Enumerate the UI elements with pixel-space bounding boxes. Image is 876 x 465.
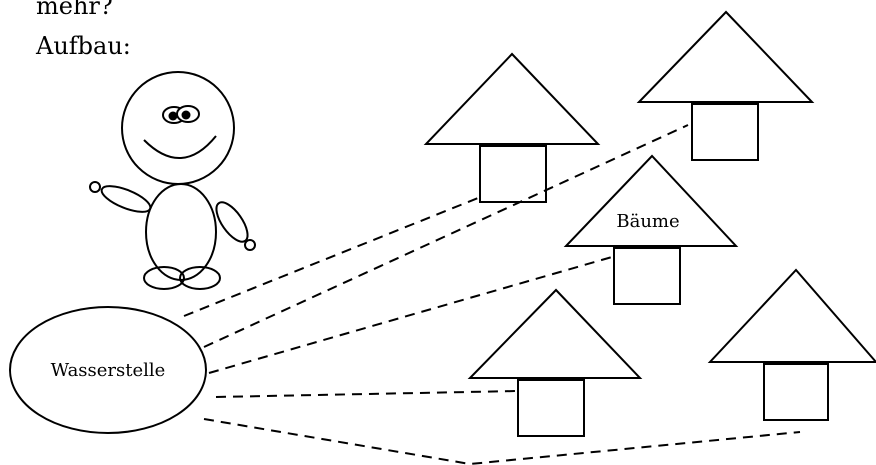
house-roof [707, 268, 876, 363]
figure-mouth [143, 135, 217, 159]
house-roof [423, 52, 601, 145]
house-base [691, 103, 759, 161]
house-roof [636, 10, 815, 103]
house-1 [423, 52, 601, 203]
house-4 [467, 288, 643, 437]
house-base [517, 379, 585, 437]
figure-foot-left [143, 266, 185, 290]
heading-text-line2: Aufbau: [36, 32, 131, 60]
house-base [479, 145, 547, 203]
figure [89, 71, 256, 290]
heading-text-line1: mehr? [36, 0, 113, 20]
figure-arm-left [100, 185, 152, 213]
dashed-line-figure-house1 [183, 197, 479, 317]
figure-hand-right [244, 239, 256, 251]
house-base [763, 363, 829, 421]
figure-head [121, 71, 235, 185]
water-point-ellipse [9, 306, 207, 434]
house-2 [636, 10, 815, 161]
trees-label: Bäume [616, 211, 679, 232]
house-5 [707, 268, 876, 421]
house-base [613, 247, 681, 305]
dashed-line-water-house2 [203, 124, 689, 348]
house-roof [563, 154, 739, 247]
dashed-line-water-house4 [215, 390, 519, 398]
figure-pupil-right [181, 110, 191, 120]
dashed-line-water-trees [208, 256, 613, 374]
figure-pupil-left [168, 111, 178, 121]
dashed-line-water-house5 [203, 418, 801, 465]
figure-arm-right [215, 201, 249, 243]
figure-foot-right [179, 266, 221, 290]
figure-body [145, 183, 217, 281]
house-roof [467, 288, 643, 379]
water-point-label: Wasserstelle [51, 360, 166, 381]
figure-hand-left [89, 181, 101, 193]
house-3-trees: Bäume [563, 154, 739, 305]
